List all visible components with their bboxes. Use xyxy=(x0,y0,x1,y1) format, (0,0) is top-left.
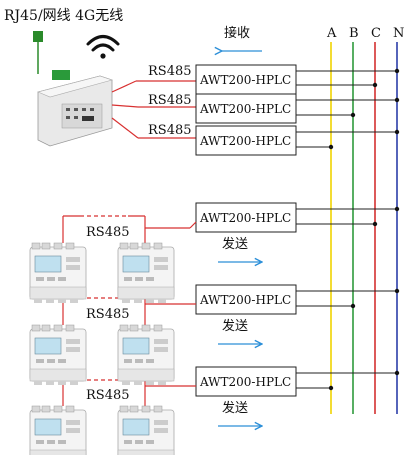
meter-icon-4 xyxy=(117,324,175,386)
module-3-label: AWT200-HPLC xyxy=(199,134,291,148)
rs485-label-1: RS485 xyxy=(148,64,192,79)
meter-icon-5 xyxy=(29,405,87,455)
rs485-label-2: RS485 xyxy=(148,93,192,108)
top-rs485-wires xyxy=(111,80,196,139)
rs485-label-5: RS485 xyxy=(86,307,130,322)
gateway-device-icon xyxy=(37,70,114,147)
meter-icon-6 xyxy=(117,405,175,455)
meter-icon-3 xyxy=(29,324,87,386)
meter-icon-2 xyxy=(117,242,175,304)
header-label: RJ45/网线 4G无线 xyxy=(4,8,123,24)
module-1: AWT200-HPLC xyxy=(195,64,297,95)
phase-label-a: A xyxy=(326,26,337,41)
module-4-label: AWT200-HPLC xyxy=(199,211,291,225)
receive-label: 接收 xyxy=(224,25,250,41)
module-3: AWT200-HPLC xyxy=(195,125,297,156)
rs485-label-4: RS485 xyxy=(86,225,130,240)
bus-junction-dots xyxy=(328,68,400,391)
meter-icon-1 xyxy=(29,242,87,304)
send-label-2: 发送 xyxy=(222,318,248,334)
module-1-label: AWT200-HPLC xyxy=(199,73,291,87)
antenna-icon xyxy=(33,31,43,74)
module-5-label: AWT200-HPLC xyxy=(199,293,291,307)
send-label-3: 发送 xyxy=(222,400,248,416)
rs485-label-6: RS485 xyxy=(86,388,130,403)
module-4: AWT200-HPLC xyxy=(195,202,297,233)
module-6: AWT200-HPLC xyxy=(195,366,297,397)
module-2-label: AWT200-HPLC xyxy=(199,102,291,116)
module-5: AWT200-HPLC xyxy=(195,284,297,315)
rs485-label-3: RS485 xyxy=(148,123,192,138)
phase-label-b: B xyxy=(349,26,359,41)
wifi-icon xyxy=(86,35,120,59)
send-label-1: 发送 xyxy=(222,236,248,252)
module-2: AWT200-HPLC xyxy=(195,93,297,124)
phase-label-c: C xyxy=(371,26,381,41)
phase-label-n: N xyxy=(393,26,404,41)
module-6-label: AWT200-HPLC xyxy=(199,375,291,389)
bus-connections xyxy=(296,70,397,389)
meter-row-1-wires xyxy=(62,215,197,243)
